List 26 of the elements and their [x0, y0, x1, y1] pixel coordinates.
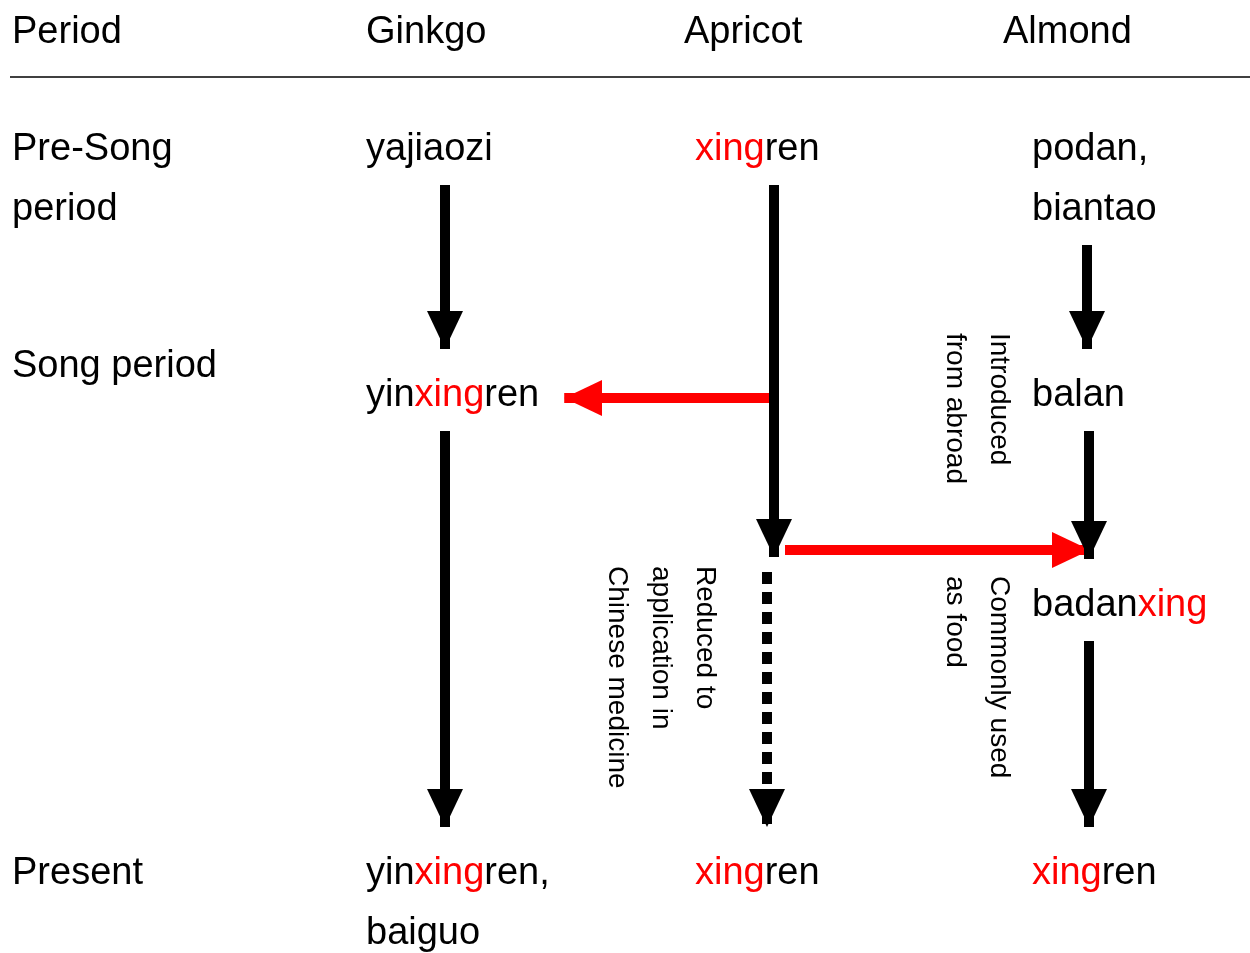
term-text: balan: [1032, 363, 1125, 423]
annotation-text: Commonly used as food: [940, 576, 1017, 781]
column-header: Period: [12, 8, 122, 53]
term-text: yajiaozi: [366, 117, 493, 177]
arrow: [1071, 431, 1107, 559]
term-text: badanxing: [1032, 573, 1208, 633]
arrow: [1069, 245, 1105, 349]
row-label: Present: [12, 849, 143, 894]
column-header: Ginkgo: [366, 8, 487, 53]
term-text: xingren: [695, 841, 820, 901]
arrow: [427, 431, 463, 827]
arrow: [749, 572, 785, 827]
arrow: [427, 185, 463, 349]
row-label: Song period: [12, 342, 217, 387]
arrow: [1071, 641, 1107, 827]
term-text: yinxingren, baiguo: [366, 841, 606, 953]
column-header: Apricot: [684, 8, 803, 53]
arrow: [756, 185, 792, 557]
term-text: xingren: [1032, 841, 1157, 901]
annotation-text: Reduced to application in Chinese medicine: [602, 566, 723, 791]
column-header: Almond: [1003, 8, 1132, 53]
term-text: xingren: [695, 117, 820, 177]
row-label: Pre-Song period: [12, 125, 174, 230]
term-text: yinxingren: [366, 363, 540, 423]
annotation-text: Introduced from abroad: [940, 333, 1017, 486]
term-text: podan, biantao: [1032, 117, 1212, 237]
